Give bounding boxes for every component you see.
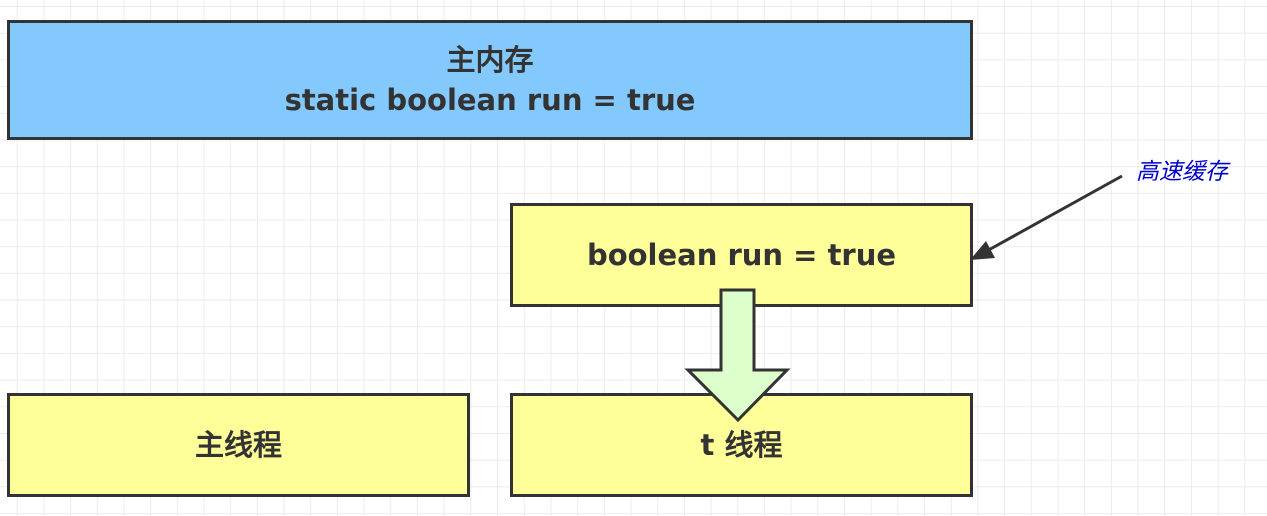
main-thread-label: 主线程 bbox=[194, 428, 282, 462]
pointer-arrow-line bbox=[984, 174, 1123, 254]
cache-box: boolean run = true bbox=[510, 203, 973, 307]
cache-code: boolean run = true bbox=[586, 238, 897, 272]
pointer-arrow-head-icon bbox=[970, 241, 995, 260]
main-memory-code: static boolean run = true bbox=[284, 83, 696, 117]
cache-label: 高速缓存 bbox=[1136, 159, 1228, 185]
main-thread-box: 主线程 bbox=[7, 393, 470, 497]
down-arrow-icon bbox=[684, 288, 791, 423]
main-memory-box: 主内存 static boolean run = true bbox=[7, 20, 973, 140]
main-memory-title: 主内存 bbox=[446, 43, 534, 77]
t-thread-label: t 线程 bbox=[700, 428, 783, 462]
